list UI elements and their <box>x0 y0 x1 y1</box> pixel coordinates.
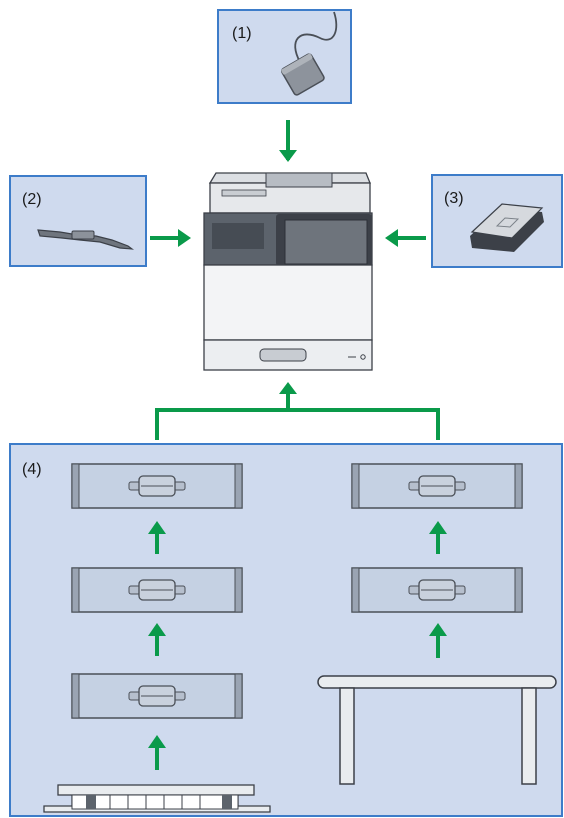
option-1-panel: (1) <box>217 9 352 104</box>
option-4-label: (4) <box>22 461 42 478</box>
paper-tray <box>351 463 523 509</box>
multifunction-printer-icon <box>203 172 373 371</box>
option-3-panel: (3) <box>431 174 563 268</box>
option-1-label: (1) <box>232 25 252 42</box>
foot-switch-icon <box>280 11 338 96</box>
table-icon <box>317 675 557 785</box>
paper-tray <box>71 567 243 613</box>
arrow-from-option-4 <box>155 408 440 440</box>
option-3-label: (3) <box>444 190 464 207</box>
caster-base-icon <box>43 784 271 813</box>
stack-arrows <box>148 521 447 770</box>
card-reader-icon <box>470 203 544 252</box>
paper-tray <box>71 673 243 719</box>
arrows-to-printer <box>150 120 440 440</box>
paper-trays <box>71 463 523 719</box>
paper-guide-icon <box>37 229 135 250</box>
paper-tray <box>71 463 243 509</box>
paper-tray <box>351 567 523 613</box>
option-2-label: (2) <box>22 191 42 208</box>
option-2-panel: (2) <box>9 175 147 267</box>
